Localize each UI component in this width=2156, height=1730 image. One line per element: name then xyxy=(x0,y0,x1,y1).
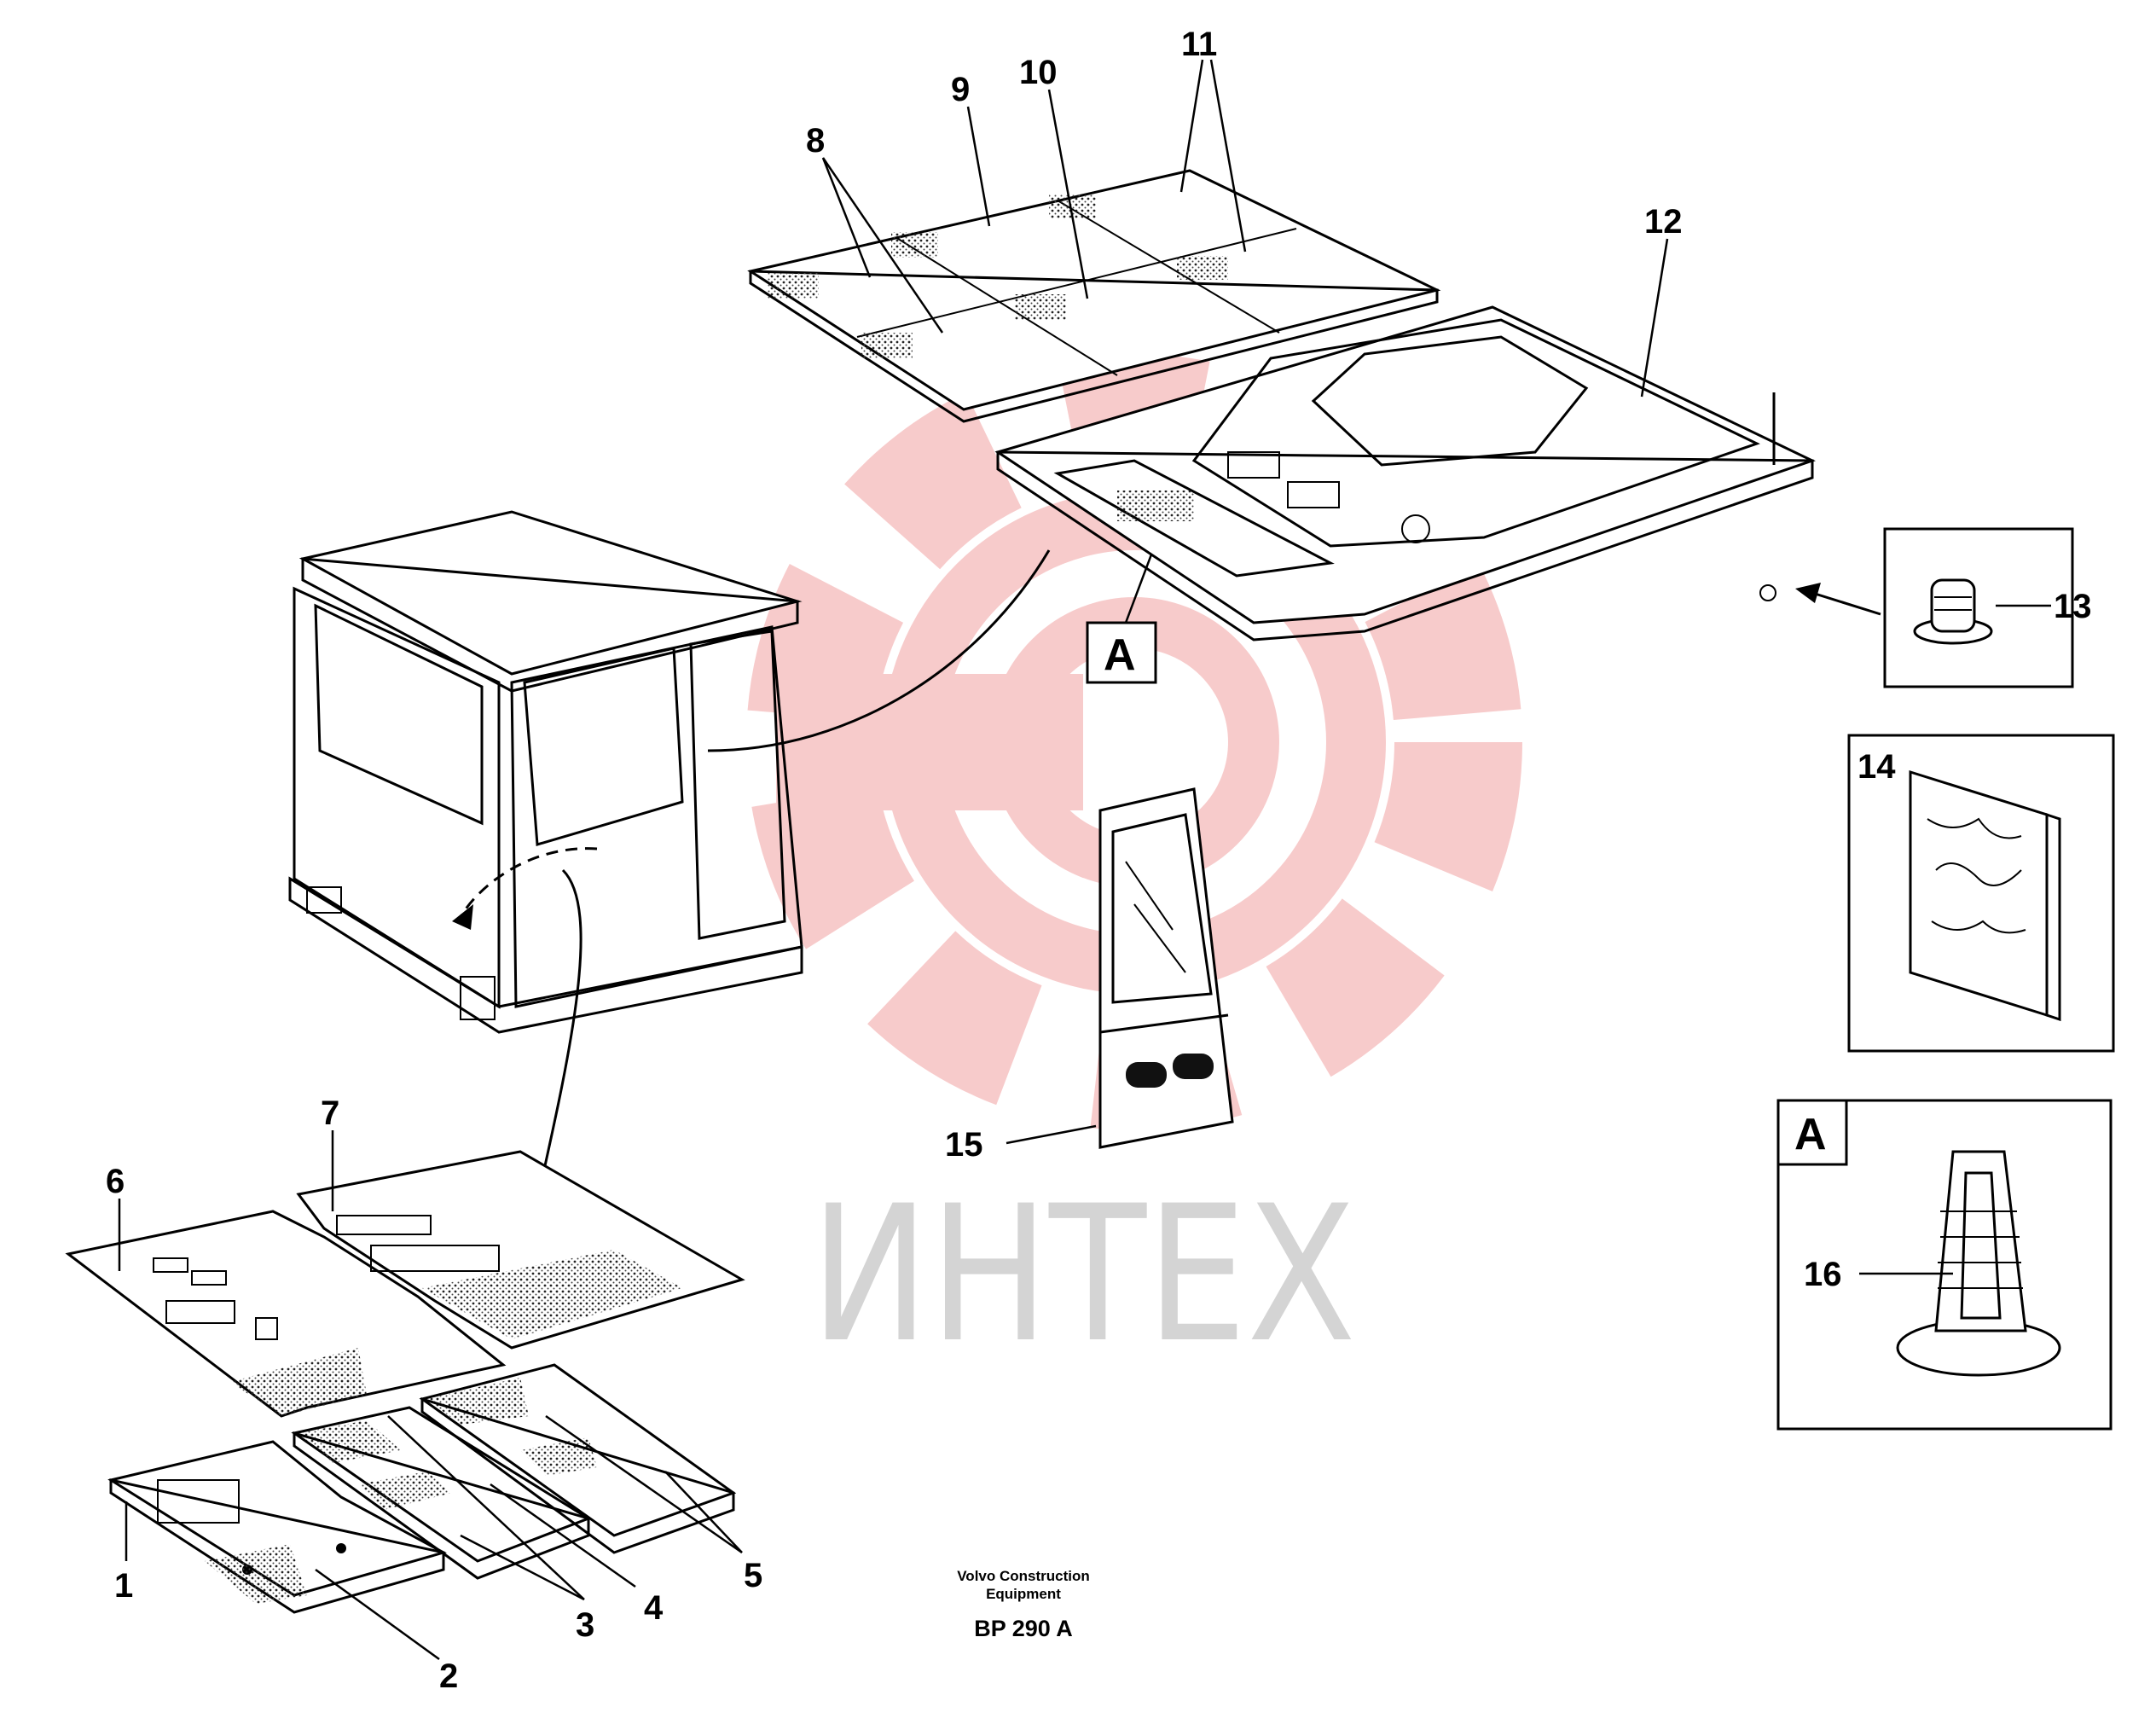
callout-15: 15 xyxy=(945,1126,983,1164)
roof-inner-liner xyxy=(994,305,1816,641)
plug-fastener-drawing xyxy=(1913,578,1993,645)
watermark-text: ИНТЕХ xyxy=(810,1165,1356,1384)
callout-5: 5 xyxy=(744,1557,762,1594)
detail-label-A: A xyxy=(1794,1110,1827,1159)
callout-2: 2 xyxy=(439,1657,458,1695)
callout-1: 1 xyxy=(114,1567,133,1605)
detail-box-A-main xyxy=(1086,621,1157,684)
detail-box-A xyxy=(1776,1099,2113,1431)
cab-assembly xyxy=(288,510,803,1034)
cab-door xyxy=(1098,787,1234,1149)
callout-8: 8 xyxy=(806,122,825,160)
callout-10: 10 xyxy=(1019,54,1058,91)
floor-mat-front xyxy=(65,1210,507,1418)
push-rivet-clip-drawing xyxy=(1896,1150,2061,1377)
floor-mat-rear xyxy=(296,1150,745,1350)
callout-9: 9 xyxy=(951,71,970,108)
callout-11: 11 xyxy=(1181,26,1217,63)
detail-label-box xyxy=(1776,1099,1848,1166)
detail-box-14 xyxy=(1847,734,2115,1053)
floor-insulation-set xyxy=(107,1363,737,1614)
callout-7: 7 xyxy=(321,1094,339,1132)
callout-12: 12 xyxy=(1644,203,1683,241)
footer-line-1: Volvo Construction xyxy=(957,1568,1090,1584)
footer-line-2: Equipment xyxy=(986,1586,1061,1602)
callout-16: 16 xyxy=(1804,1256,1842,1293)
leader-lines xyxy=(118,59,2051,1661)
detail-box-13 xyxy=(1883,527,2074,688)
insulation-pad-drawing xyxy=(1909,769,2061,1022)
callout-3: 3 xyxy=(576,1606,594,1644)
footer-reference: BP 290 A xyxy=(974,1616,1073,1641)
detail-label-A-main: A xyxy=(1104,630,1136,680)
callout-13: 13 xyxy=(2054,588,2092,625)
callout-4: 4 xyxy=(644,1589,664,1627)
callout-14: 14 xyxy=(1858,748,1896,786)
roof-insulation-panel xyxy=(747,169,1441,423)
callout-6: 6 xyxy=(106,1163,125,1200)
